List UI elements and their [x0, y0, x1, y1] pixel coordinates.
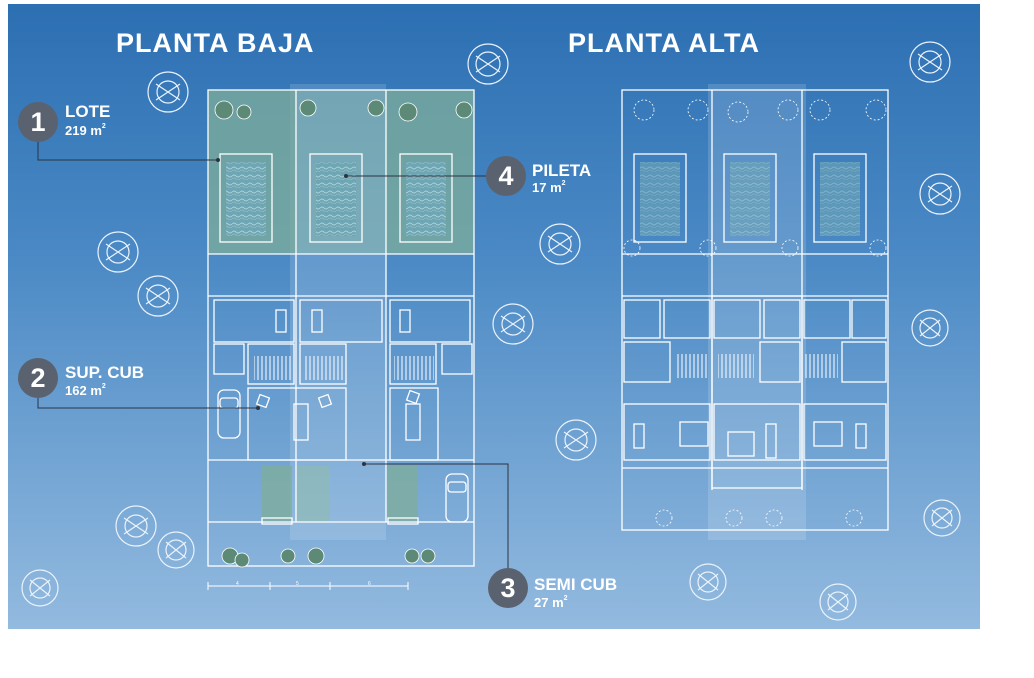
tree-icon: [911, 309, 949, 347]
tree-icon: [923, 499, 961, 537]
callout-4-value: 17 m2: [532, 180, 566, 195]
callout-2-value: 162 m2: [65, 383, 106, 398]
tree-icon: [147, 71, 189, 113]
scale-tick-label: 4: [236, 581, 239, 587]
callout-3-value: 27 m2: [534, 595, 568, 610]
upper-floor-plan: [621, 84, 889, 540]
callout-3-badge: 3: [488, 568, 528, 608]
tree-icon: [115, 505, 157, 547]
callout-4-badge: 4: [486, 156, 526, 196]
callout-1-value: 219 m2: [65, 123, 106, 138]
tree-icon: [919, 173, 961, 215]
ground-floor-title: PLANTA BAJA: [116, 28, 315, 58]
scale-tick-label: 6: [368, 581, 371, 587]
tree-icon: [97, 231, 139, 273]
callout-3-label: SEMI CUB: [534, 575, 618, 594]
tree-icon: [555, 419, 597, 461]
tree-icon: [137, 275, 179, 317]
callout-2-badge: 2: [18, 358, 58, 398]
tree-icon: [819, 583, 857, 621]
floor-plan-canvas: PLANTA BAJA PLANTA ALTA 1 LOTE 219 m2 2 …: [8, 4, 980, 629]
callout-1-leader: [37, 142, 218, 161]
tree-icon: [157, 531, 195, 569]
callout-1-badge: 1: [18, 102, 58, 142]
tree-icon: [539, 223, 581, 265]
tree-icon: [689, 563, 727, 601]
ground-floor-plan: [207, 84, 475, 590]
upper-floor-title: PLANTA ALTA: [568, 28, 760, 58]
scale-tick-label: 5: [296, 581, 299, 587]
plan-drawing: [21, 41, 961, 621]
tree-icon: [909, 41, 951, 83]
tree-icon: [492, 303, 534, 345]
callout-2-label: SUP. CUB: [65, 363, 145, 382]
callout-4-label: PILETA: [532, 161, 592, 180]
callout-1-label: LOTE: [65, 102, 111, 121]
callout-2-leader: [37, 398, 258, 409]
decorative-trees: [21, 41, 961, 621]
callout-3-leader: [364, 463, 509, 584]
tree-icon: [467, 43, 509, 85]
tree-icon: [21, 569, 59, 607]
